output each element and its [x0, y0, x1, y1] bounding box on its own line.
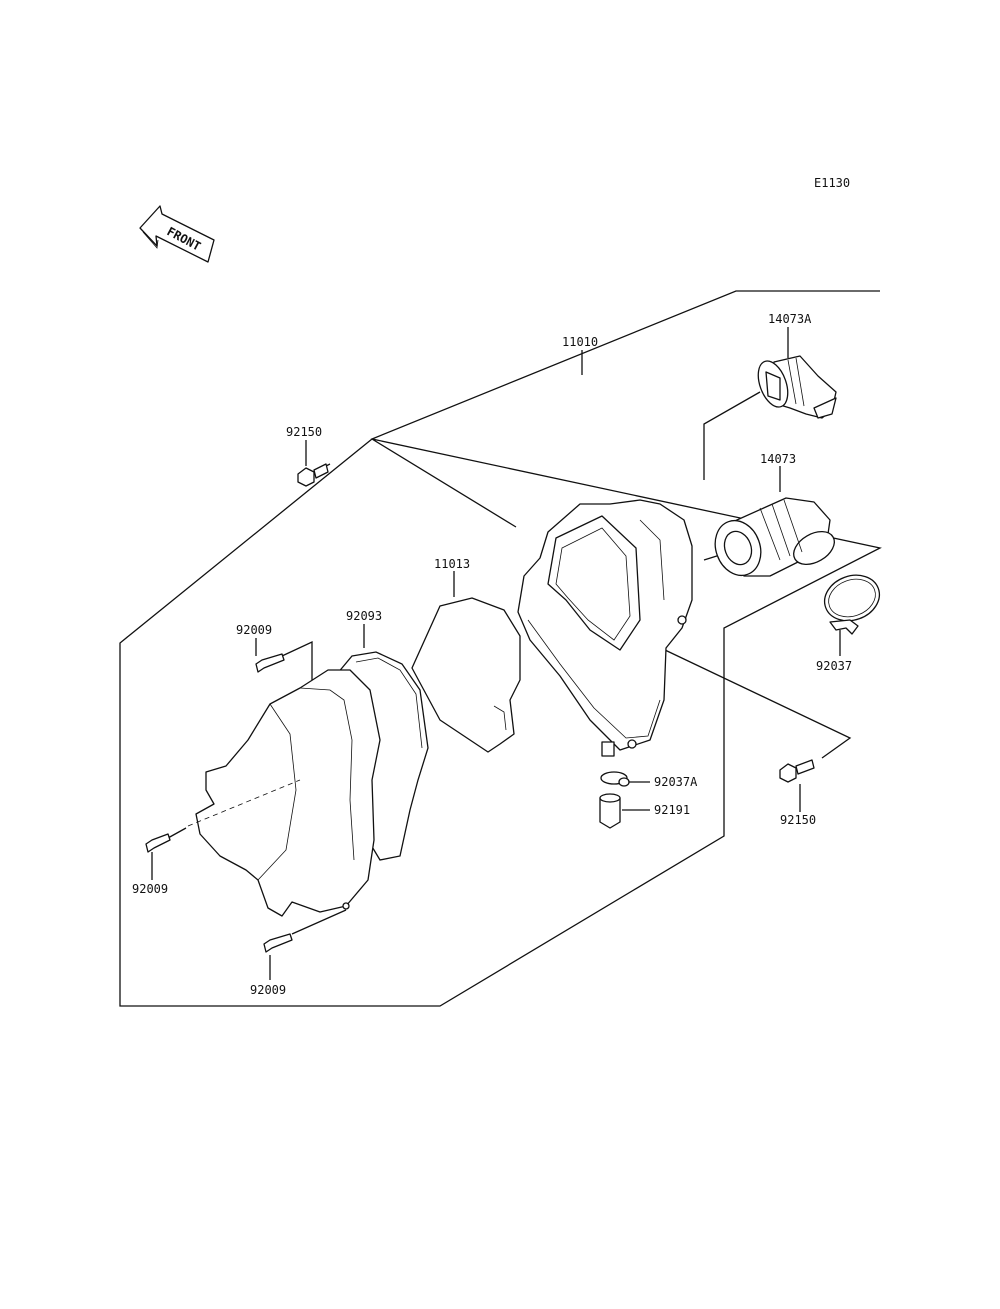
label-duct: 14073	[760, 452, 796, 466]
bolt-right-icon	[779, 759, 815, 783]
assembly-boundary	[119, 290, 882, 1007]
element-part	[411, 597, 521, 753]
label-duct-upper: 14073A	[768, 312, 812, 326]
screw-upper-left-icon	[255, 653, 285, 673]
screw-left-icon	[145, 833, 171, 853]
drain-tube-icon	[599, 793, 621, 829]
clamp-drain-icon	[600, 771, 630, 787]
clamp-part	[823, 574, 881, 635]
cover-part	[187, 669, 381, 917]
duct-upper-part	[757, 355, 837, 419]
label-clamp: 92037	[816, 659, 852, 673]
label-bolt-right: 92150	[780, 813, 816, 827]
duct-part	[714, 497, 835, 577]
diagram-code: E1130	[814, 176, 850, 190]
bolt-top-icon	[297, 463, 329, 487]
label-screw-upper-left: 92009	[236, 623, 272, 637]
air-cleaner-housing	[517, 499, 693, 757]
front-arrow-icon: FRONT	[139, 205, 215, 263]
label-bolt-top: 92150	[286, 425, 322, 439]
label-air-cleaner-assembly: 11010	[562, 335, 598, 349]
label-drain-tube: 92191	[654, 803, 690, 817]
screw-bottom-icon	[263, 933, 293, 953]
label-element: 11013	[434, 557, 470, 571]
label-gasket: 92093	[346, 609, 382, 623]
label-screw-left: 92009	[132, 882, 168, 896]
label-screw-bottom: 92009	[250, 983, 286, 997]
label-clamp-drain: 92037A	[654, 775, 698, 789]
